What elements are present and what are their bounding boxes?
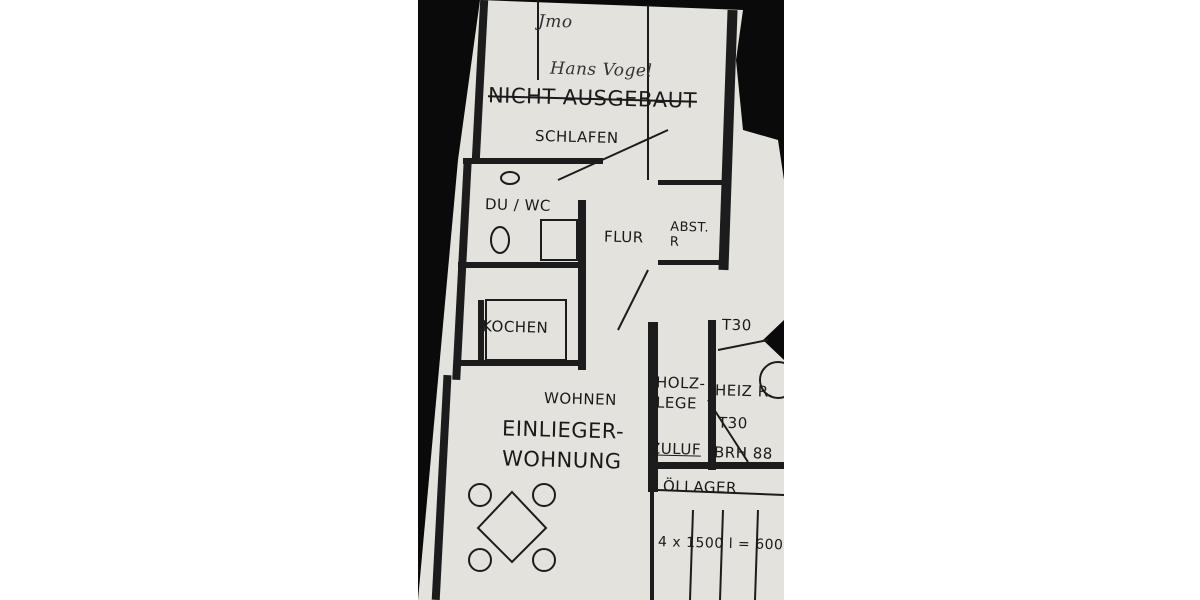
label-heating-room: HEIZ R.	[714, 381, 774, 401]
handwritten-note-line2: Hans Vogel	[549, 58, 653, 82]
floor-plan-photo: Jmo Hans Vogel NICHT AUSGEBAUT SCHLAFEN …	[418, 0, 784, 600]
label-bathroom: DU / WC	[484, 195, 552, 215]
label-woodstore-1: HOLZ-	[655, 373, 706, 393]
label-storage: ABST. R	[669, 219, 710, 250]
label-bedroom: SCHLAFEN	[534, 126, 619, 148]
walls	[431, 0, 784, 600]
handwritten-note-line1: Jmo	[537, 11, 573, 33]
label-woodstore-2: LEGE	[655, 393, 698, 413]
label-hallway: FLUR	[603, 227, 644, 247]
label-fire-door-1: T30	[721, 315, 752, 335]
label-kitchen: KOCHEN	[481, 317, 549, 337]
floor-plan-drawing	[418, 0, 784, 600]
label-fire-door-2: T30	[717, 413, 748, 433]
label-apartment-1: EINLIEGER-	[501, 416, 625, 444]
label-oil-storage: ÖLLAGER	[662, 477, 738, 497]
label-living: WOHNEN	[543, 389, 618, 409]
paper-sheet	[418, 0, 784, 600]
label-parapet-height: BRH 88	[713, 443, 774, 463]
label-air-inlet: ZULUF	[649, 439, 702, 459]
label-apartment-2: WOHNUNG	[501, 446, 622, 474]
fixtures	[468, 0, 784, 600]
